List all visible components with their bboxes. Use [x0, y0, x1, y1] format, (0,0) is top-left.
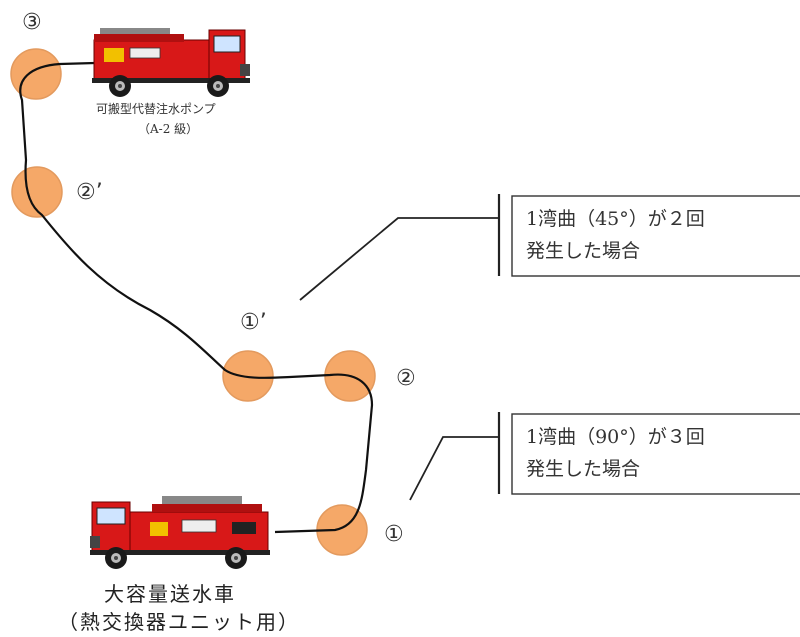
callout-bottom-line-2: 発生した場合 — [526, 458, 641, 480]
callout-bottom-line-1: 1湾曲（90°）が３回 — [526, 426, 705, 448]
callout-bottom-box — [511, 413, 800, 495]
callout-bottom-leader — [409, 436, 500, 501]
callout-top — [299, 194, 800, 301]
marker-2: ② — [396, 366, 416, 391]
callout-top-line-1: 1湾曲（45°）が２回 — [526, 208, 705, 230]
pump-truck-label: 可搬型代替注水ポンプ — [96, 102, 216, 116]
marker-1-prime: ①’ — [240, 310, 267, 335]
bend-circle-3 — [10, 48, 62, 100]
bend-circle-2-prime — [11, 166, 63, 218]
large-truck-label: 大容量送水車 — [104, 582, 236, 606]
callout-top-line-2: 発生した場合 — [526, 240, 641, 262]
large-truck-sublabel: （熱交換器ユニット用） — [58, 610, 300, 634]
marker-2-prime: ②’ — [76, 180, 103, 205]
marker-3: ③ — [22, 10, 42, 35]
large-truck-illustration — [90, 496, 270, 569]
callout-top-box — [511, 195, 800, 277]
callout-top-leader — [299, 217, 500, 301]
pump-truck-sublabel: （A-2 級） — [138, 122, 199, 136]
marker-1: ① — [384, 522, 404, 547]
hose-line — [19, 61, 374, 534]
callout-bottom — [409, 412, 800, 501]
pump-truck-illustration — [92, 28, 250, 97]
